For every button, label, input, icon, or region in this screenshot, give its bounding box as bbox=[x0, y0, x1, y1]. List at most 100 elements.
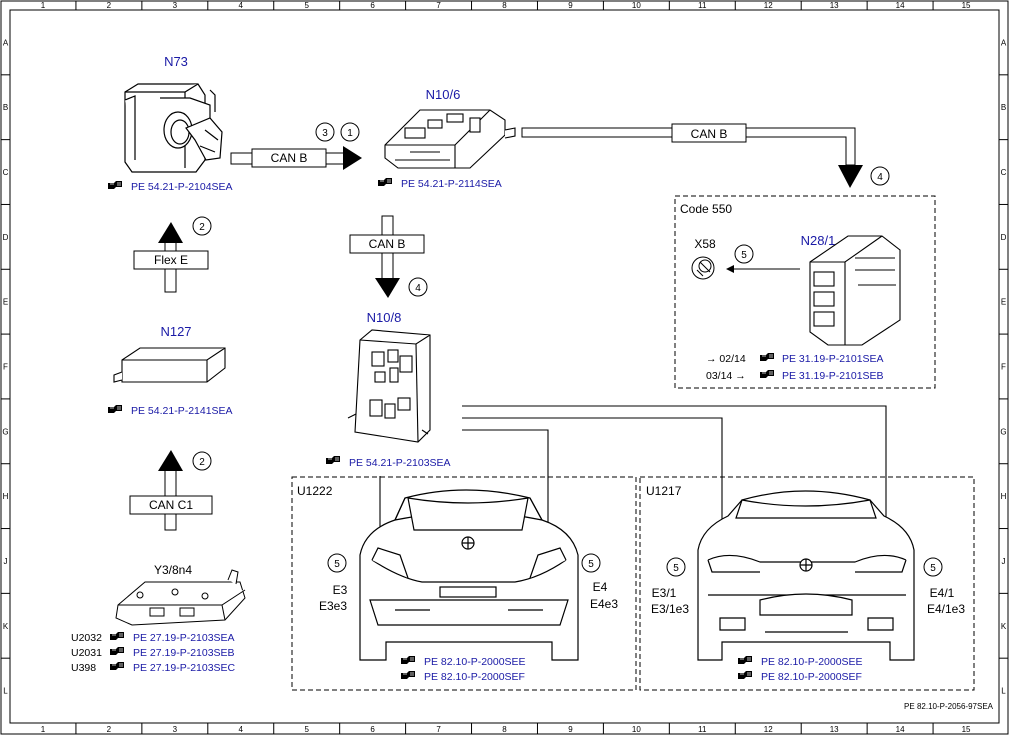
y3-ref-1: PE 27.19-P-2103SEA bbox=[133, 632, 235, 644]
n10-8-title: N10/8 bbox=[367, 310, 402, 325]
grid-col-label: 9 bbox=[568, 725, 573, 734]
grid-col-label: 15 bbox=[962, 1, 971, 10]
callout-2: 2 bbox=[199, 222, 205, 233]
n10-6-title: N10/6 bbox=[426, 87, 461, 102]
callout-1: 1 bbox=[347, 128, 353, 139]
y3-ref-3: PE 27.19-P-2103SEC bbox=[133, 662, 236, 674]
u1222-right-lamp-sub: E4e3 bbox=[590, 597, 618, 611]
grid-row-label: A bbox=[3, 38, 9, 47]
grid-row-label: J bbox=[1002, 557, 1006, 566]
grid-row-label: E bbox=[3, 298, 8, 307]
callout-5: 5 bbox=[673, 563, 679, 574]
u1222-left-lamp: E3 bbox=[333, 583, 348, 597]
can-b-arrow-top: CAN B bbox=[230, 146, 362, 170]
grid-row-label: J bbox=[4, 557, 8, 566]
lamp-wires bbox=[376, 405, 890, 553]
y3-code-3: U398 bbox=[71, 662, 96, 674]
can-b-label: CAN B bbox=[369, 237, 406, 251]
flex-e-label: Flex E bbox=[154, 253, 188, 267]
can-b-label: CAN B bbox=[271, 151, 308, 165]
grid-row-label: F bbox=[3, 363, 8, 372]
u1217-ref-1: PE 82.10-P-2000SEE bbox=[761, 656, 863, 668]
u1217-title: U1217 bbox=[646, 484, 682, 498]
grid-col-label: 6 bbox=[370, 725, 375, 734]
u1222-ref-2: PE 82.10-P-2000SEF bbox=[424, 671, 525, 683]
control-unit-n10-6 bbox=[384, 109, 516, 169]
grid-col-label: 11 bbox=[698, 725, 707, 734]
grid-col-label: 10 bbox=[632, 725, 641, 734]
doc-reference: PE 82.10-P-2056-97SEA bbox=[904, 702, 994, 711]
grid-col-label: 7 bbox=[436, 725, 441, 734]
grid-row-label: H bbox=[1001, 492, 1007, 501]
connector-x58 bbox=[691, 256, 715, 280]
grid-row-label: H bbox=[3, 492, 9, 501]
grid-col-label: 3 bbox=[173, 1, 178, 10]
car-rear-sedan bbox=[359, 489, 579, 661]
grid-row-label: E bbox=[1001, 298, 1006, 307]
grid-col-label: 12 bbox=[764, 725, 773, 734]
y3-ref-2: PE 27.19-P-2103SEB bbox=[133, 647, 235, 659]
can-c1-label: CAN C1 bbox=[149, 498, 193, 512]
n28-1-title: N28/1 bbox=[801, 233, 836, 248]
control-unit-n127 bbox=[113, 347, 226, 383]
grid-col-label: 2 bbox=[107, 1, 112, 10]
grid-col-label: 10 bbox=[632, 1, 641, 10]
n73-ref: PE 54.21-P-2104SEA bbox=[131, 181, 233, 193]
callout-2: 2 bbox=[199, 457, 205, 468]
callout-4: 4 bbox=[415, 283, 421, 294]
grid-row-label: F bbox=[1001, 363, 1006, 372]
callout-4: 4 bbox=[877, 172, 883, 183]
callout-5: 5 bbox=[930, 563, 936, 574]
n10-8-ref: PE 54.21-P-2103SEA bbox=[349, 457, 451, 469]
grid-col-label: 1 bbox=[41, 1, 46, 10]
grid-col-label: 5 bbox=[304, 1, 309, 10]
grid-col-label: 12 bbox=[764, 1, 773, 10]
n73-title: N73 bbox=[164, 54, 188, 69]
u1222-left-lamp-sub: E3e3 bbox=[319, 599, 347, 613]
can-b-label: CAN B bbox=[691, 127, 728, 141]
n28-1-ref-1: PE 31.19-P-2101SEA bbox=[782, 353, 884, 365]
y3-code-2: U2031 bbox=[71, 647, 102, 659]
n28-1-ref-2: PE 31.19-P-2101SEB bbox=[782, 370, 884, 382]
u1222-right-lamp: E4 bbox=[593, 580, 608, 594]
grid-col-label: 8 bbox=[502, 1, 507, 10]
grid-row-label: B bbox=[3, 103, 8, 112]
u1222-ref-1: PE 82.10-P-2000SEE bbox=[424, 656, 526, 668]
grid-row-label: L bbox=[1001, 687, 1006, 696]
grid-col-label: 5 bbox=[304, 725, 309, 734]
grid-col-label: 8 bbox=[502, 725, 507, 734]
n127-title: N127 bbox=[160, 324, 191, 339]
grid-col-label: 3 bbox=[173, 725, 178, 734]
grid-row-label: A bbox=[1001, 38, 1007, 47]
u1217-ref-2: PE 82.10-P-2000SEF bbox=[761, 671, 862, 683]
grid-row-label: G bbox=[2, 427, 8, 436]
n28-1-date-2: 03/14 → bbox=[706, 370, 746, 382]
can-c1-arrow: CAN C1 bbox=[129, 450, 213, 531]
grid-row-label: C bbox=[3, 168, 9, 177]
callout-3: 3 bbox=[322, 128, 328, 139]
n10-6-ref: PE 54.21-P-2114SEA bbox=[401, 178, 502, 190]
u1217-right-lamp-sub: E4/1e3 bbox=[927, 602, 965, 616]
callout-5: 5 bbox=[334, 559, 340, 570]
x58-label: X58 bbox=[694, 237, 716, 251]
u1217-left-lamp: E3/1 bbox=[652, 586, 677, 600]
code-550-title: Code 550 bbox=[680, 202, 732, 216]
grid-col-label: 2 bbox=[107, 725, 112, 734]
grid-col-label: 14 bbox=[896, 725, 905, 734]
grid-col-label: 15 bbox=[962, 725, 971, 734]
control-unit-n28-1 bbox=[809, 235, 901, 346]
n28-1-date-1: → 02/14 bbox=[706, 353, 746, 365]
grid-row-label: K bbox=[1001, 622, 1007, 631]
y3-8n4-title: Y3/8n4 bbox=[154, 563, 192, 577]
grid-col-label: 9 bbox=[568, 1, 573, 10]
grid-col-label: 1 bbox=[41, 725, 46, 734]
flex-e-arrow: Flex E bbox=[133, 222, 209, 293]
grid-row-label: K bbox=[3, 622, 9, 631]
grid-row-label: G bbox=[1000, 427, 1006, 436]
grid-col-label: 13 bbox=[830, 1, 839, 10]
grid-row-label: L bbox=[3, 687, 8, 696]
can-b-route-right: CAN B bbox=[521, 123, 863, 188]
transmission-control-y3-8n4 bbox=[115, 569, 246, 626]
grid-row-label: D bbox=[3, 233, 9, 242]
